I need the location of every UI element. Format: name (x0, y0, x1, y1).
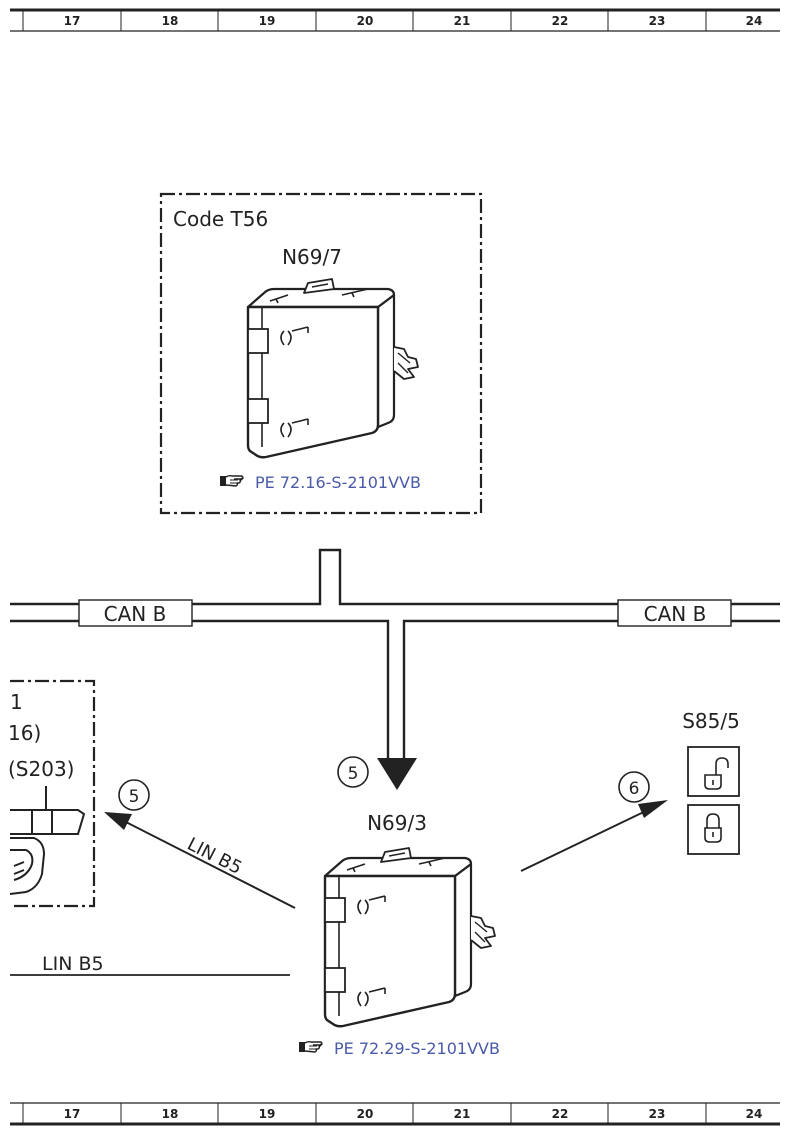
lin-label-diagonal: LIN B5 (184, 834, 246, 879)
adjacent-label-line3: (S203) (8, 757, 74, 781)
callout-circle (118, 779, 150, 811)
component-label-n69-3: N69/3 (367, 811, 427, 835)
column-label: 21 (454, 14, 471, 28)
column-label: 22 (552, 1107, 569, 1121)
column-label: 19 (259, 1107, 276, 1121)
adjacent-switch-fragment (9, 786, 86, 895)
lock-closed-icon (704, 813, 722, 843)
callout-circle (337, 756, 369, 788)
adjacent-component-box (10, 679, 96, 908)
lock-open-icon (704, 757, 729, 790)
callout-circle (618, 771, 650, 803)
callout-number: 5 (129, 787, 140, 807)
column-label: 18 (162, 1107, 179, 1121)
column-label: 23 (649, 14, 666, 28)
column-label: 21 (454, 1107, 471, 1121)
reference-text: PE 72.16-S-2101VVB (255, 473, 421, 492)
lock-button[interactable] (687, 804, 740, 855)
can-b-label-box-right (617, 599, 732, 627)
lin-connection-left (119, 818, 296, 909)
pointing-hand-icon (219, 474, 244, 487)
column-label: 24 (746, 14, 763, 28)
can-b-label-box-left (78, 599, 193, 627)
adjacent-label-line2: 16) (8, 721, 41, 745)
callout-number: 5 (348, 764, 359, 784)
column-label: 17 (64, 1107, 81, 1121)
column-label: 20 (357, 14, 374, 28)
code-option-box (159, 192, 483, 515)
lin-label-horizontal: LIN B5 (42, 953, 104, 975)
callout-number: 6 (629, 779, 640, 799)
can-b-label-right: CAN B (644, 602, 707, 626)
column-label: 18 (162, 14, 179, 28)
bus-arrow-head (377, 758, 417, 790)
code-option-title: Code T56 (173, 207, 268, 231)
column-label: 24 (746, 1107, 763, 1121)
connection-right (520, 807, 653, 872)
switch-label-s85-5: S85/5 (682, 709, 740, 733)
reference-link-n69-7[interactable]: PE 72.16-S-2101VVB (219, 473, 421, 492)
adjacent-label-line1: 1 (10, 690, 23, 714)
reference-text: PE 72.29-S-2101VVB (334, 1039, 500, 1058)
switch-s85-5[interactable] (687, 746, 740, 855)
reference-link-n69-3[interactable]: PE 72.29-S-2101VVB (298, 1039, 500, 1058)
column-label: 20 (357, 1107, 374, 1121)
column-label: 23 (649, 1107, 666, 1121)
control-unit-n69-3[interactable] (323, 846, 497, 1028)
unlock-button[interactable] (687, 746, 740, 797)
lin-arrow-head-left (104, 812, 132, 830)
arrow-head-right (638, 800, 668, 818)
column-label: 17 (64, 14, 81, 28)
component-label-n69-7: N69/7 (282, 245, 342, 269)
column-header-top: 17 18 19 20 21 22 23 24 (10, 8, 780, 32)
pointing-hand-icon (298, 1040, 323, 1053)
column-label: 22 (552, 14, 569, 28)
column-label: 19 (259, 14, 276, 28)
column-header-bottom: 17 18 19 20 21 22 23 24 (10, 1102, 780, 1126)
control-unit-n69-7[interactable] (246, 277, 420, 459)
can-bus (10, 548, 780, 762)
can-b-label-left: CAN B (104, 602, 167, 626)
